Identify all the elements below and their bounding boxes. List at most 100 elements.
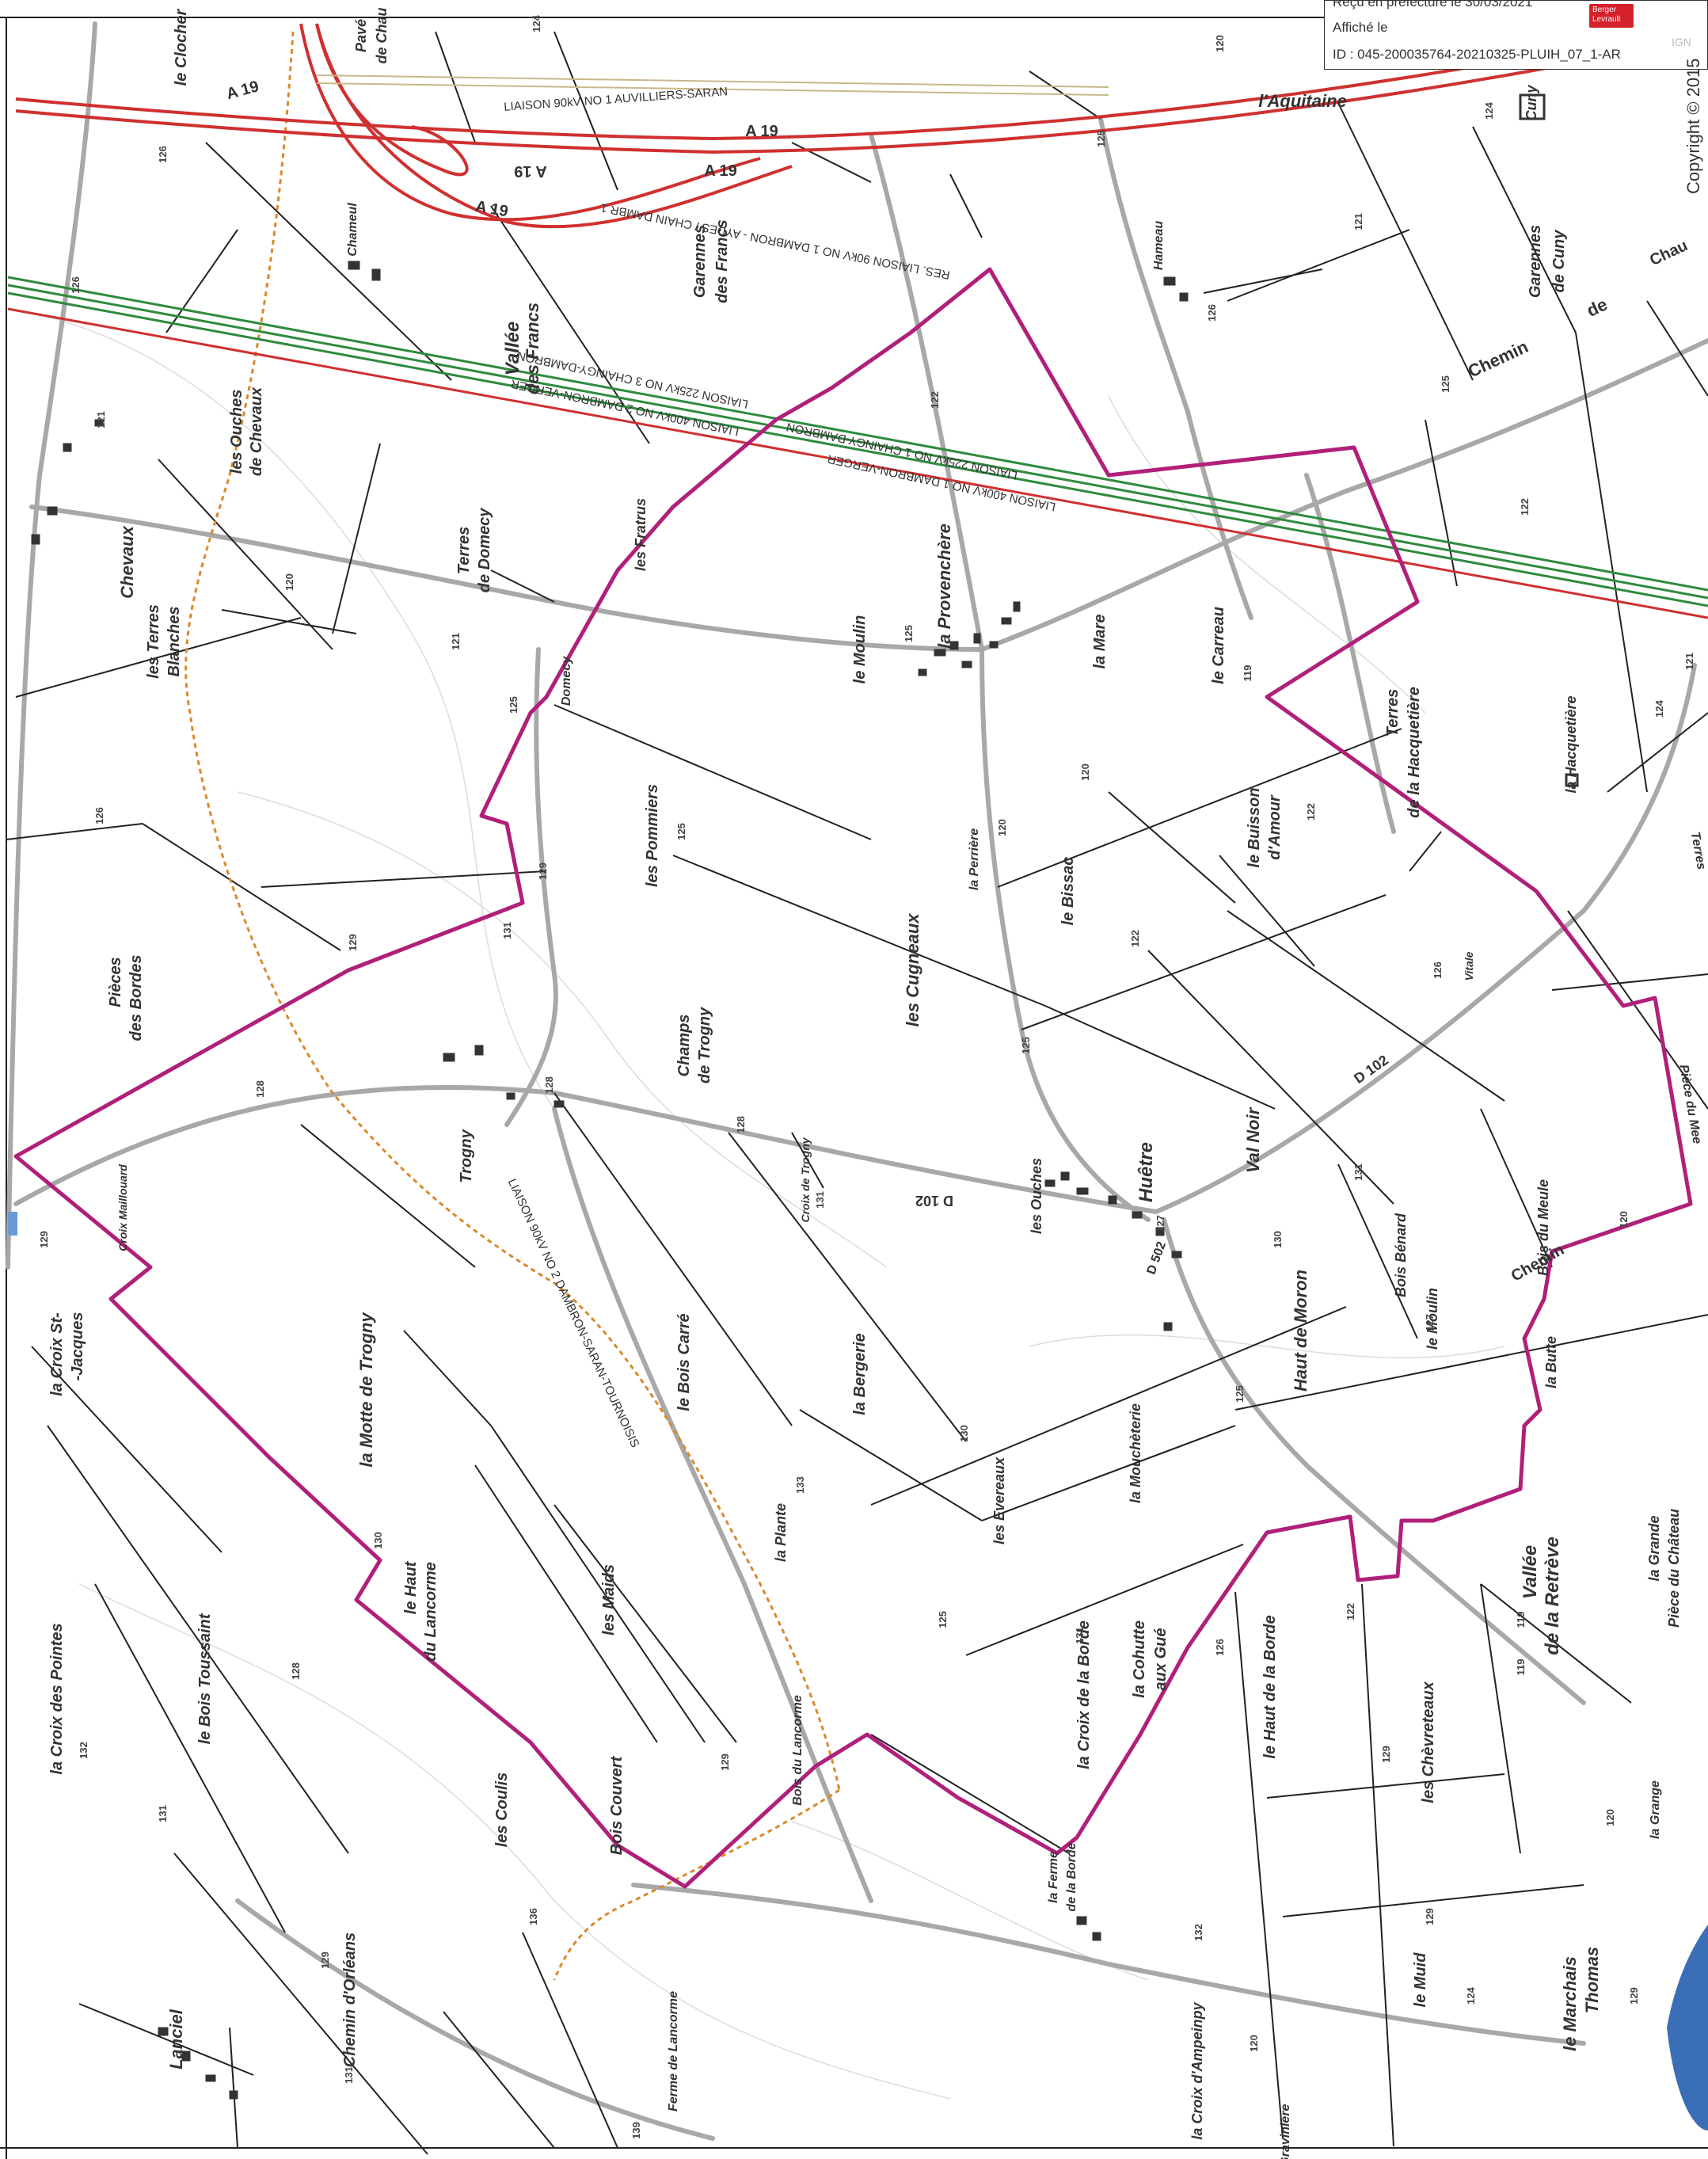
place-label-la-croix-des-pointes: la Croix des Pointes — [48, 1623, 66, 1774]
building-cluster-hameau — [1163, 276, 1189, 302]
elevation-label: 131 — [157, 1805, 169, 1822]
water — [8, 1212, 1708, 2130]
place-label-pieces: Pièces — [107, 957, 124, 1007]
elevation-label: 126 — [70, 276, 82, 294]
place-label-de-chau: de Chau — [374, 7, 390, 63]
place-label-la-plante: la Plante — [773, 1503, 789, 1562]
road-chevaux — [29, 338, 1708, 653]
place-label-garennes: Garennes — [1527, 225, 1544, 298]
elevation-label: 121 — [450, 633, 462, 650]
place-label-des-bordes: des Bordes — [127, 955, 145, 1041]
place-label-du-lancorme: du Lancorme — [422, 1562, 439, 1662]
road-label-d-102: D 102 — [915, 1193, 953, 1209]
place-label-thomas: Thomas — [1582, 1947, 1602, 2013]
elevation-label: 128 — [254, 1080, 266, 1098]
place-label-pave: Pavé — [353, 19, 369, 52]
elevation-label: 139 — [630, 2122, 642, 2139]
elevation-label: 136 — [527, 1908, 539, 1925]
place-label-la-moucheterie: la Mouchèterie — [1128, 1403, 1143, 1503]
place-label-l-aquitaine: l'Aquitaine — [1258, 91, 1347, 111]
elevation-label: 129 — [719, 1753, 731, 1771]
road-west — [6, 21, 97, 1270]
elevation-label: 120 — [1079, 763, 1091, 781]
place-label-vallee: Vallée — [502, 322, 523, 376]
road-south-2 — [235, 1898, 715, 2141]
place-label-le-haut-de-la-borde: le Haut de la Borde — [1261, 1615, 1279, 1758]
place-label-la-grande: la Grande — [1646, 1515, 1662, 1581]
place-label-champs: Champs — [675, 1015, 693, 1077]
settlements — [31, 93, 1579, 2100]
elevation-label: 131 — [1074, 1627, 1086, 1644]
elevation-label: 122 — [1519, 498, 1531, 516]
elevation-label: 131 — [501, 922, 513, 939]
place-label-bois-du-lancorme: Bois du Lancorme — [791, 1695, 805, 1806]
place-label-la-croix-st: la Croix St- — [48, 1312, 66, 1396]
place-label-le-buisson: le Buisson — [1246, 787, 1263, 867]
place-label-la-grange: la Grange — [1649, 1780, 1662, 1839]
water-pond — [1667, 1925, 1708, 2130]
place-label-des-francs: des Francs — [713, 219, 731, 303]
elevation-label: 122 — [1345, 1603, 1356, 1620]
place-label-bois-couvert: Bois Couvert — [608, 1755, 626, 1855]
road-label-a-19: A 19 — [745, 123, 778, 140]
place-label-jacques: -Jacques — [69, 1312, 86, 1381]
road-trogny-2 — [552, 1106, 873, 1903]
place-label-haut-de-moron: Haut de Moron — [1291, 1270, 1310, 1392]
place-label-la-perriere: la Perrière — [968, 828, 981, 890]
elevation-label: 131 — [343, 2066, 355, 2084]
place-label-la-graviniere: la Gravinière — [1279, 2104, 1292, 2159]
study-area-perimeter — [13, 267, 1693, 1889]
copyright-notice: Copyright © 2015 — [1683, 58, 1703, 194]
elevation-label: 127 — [1424, 1314, 1436, 1331]
road-label-a-19: A 19 — [704, 162, 737, 180]
place-label-terres: Terres — [455, 527, 473, 574]
building-cluster-chevaux — [31, 419, 104, 545]
elevation-label: 131 — [814, 1191, 826, 1209]
elevation-label: 120 — [283, 573, 295, 591]
elevation-label: 120 — [1604, 1809, 1616, 1826]
elevation-label: 119 — [1242, 665, 1253, 682]
elevation-label: 120 — [996, 819, 1008, 836]
building-cluster-lanciel — [158, 2027, 238, 2100]
place-label-les-evereaux: les Evereaux — [991, 1456, 1007, 1544]
stamp-posted: Affiché le — [1333, 20, 1388, 35]
railway — [184, 31, 841, 1981]
place-label-les-fratrus: les Fratrus — [633, 498, 649, 571]
stamp-id: ID : 045-200035764-20210325-PLUIH_07_1-A… — [1333, 47, 1621, 62]
elevation-label: 130 — [1272, 1231, 1284, 1248]
highway-a19 — [15, 23, 1664, 229]
place-label-blanches: Blanches — [165, 607, 183, 677]
place-label-aux-gue: aux Gué — [1152, 1628, 1170, 1691]
place-label-les-chevreteaux: les Chèvreteaux — [1420, 1681, 1437, 1803]
place-label-le-bois-carre: le Bois Carré — [675, 1313, 693, 1411]
place-label-piece-du-chateau: Pièce du Château — [1666, 1509, 1682, 1628]
elevation-label: 121 — [1683, 653, 1695, 670]
elevation-label: 129 — [1380, 1746, 1392, 1763]
place-label-les-coulis: les Coulis — [493, 1773, 511, 1847]
elevation-label: 119 — [1515, 1612, 1527, 1628]
place-label-le-clocher: le Clocher — [173, 8, 190, 86]
elevation-label: 132 — [78, 1742, 89, 1759]
place-label-cuny: Cuny — [1524, 85, 1539, 121]
place-label-de-la-retreve: de la Retrève — [1542, 1536, 1563, 1654]
place-label-croix-maillouard: Croix Maillouard — [116, 1164, 129, 1251]
place-label-le-marchais: le Marchais — [1560, 1956, 1580, 2051]
place-label-le-bois-toussaint: le Bois Toussaint — [196, 1613, 214, 1744]
elevation-label: 124 — [531, 14, 542, 32]
place-label-la-croix-d-ampeinpy: la Croix d'Ampeinpy — [1189, 2001, 1205, 2139]
place-label-les-pommiers: les Pommiers — [644, 784, 661, 887]
elevation-label: 124 — [1653, 699, 1665, 717]
elevation-label: 125 — [1020, 1037, 1032, 1054]
berger-levrault-logo: Berger Levrault — [1589, 4, 1634, 28]
building-cluster-hacquetiere — [1565, 773, 1579, 787]
elevation-label: 127 — [1155, 1215, 1166, 1232]
elevation-label: 133 — [794, 1476, 806, 1494]
elevation-label: 130 — [372, 1532, 384, 1549]
elevation-label: 129 — [537, 862, 549, 880]
place-label-la-butte: la Butte — [1543, 1336, 1559, 1388]
place-label-bois-benard: Bois Bénard — [1393, 1213, 1409, 1297]
building-cluster-ferme-borde — [1076, 1916, 1101, 1941]
place-label-la-bergerie: la Bergerie — [851, 1333, 869, 1415]
elevation-label: 128 — [543, 1076, 555, 1094]
place-label-d-amour: d'Amour — [1266, 794, 1284, 860]
